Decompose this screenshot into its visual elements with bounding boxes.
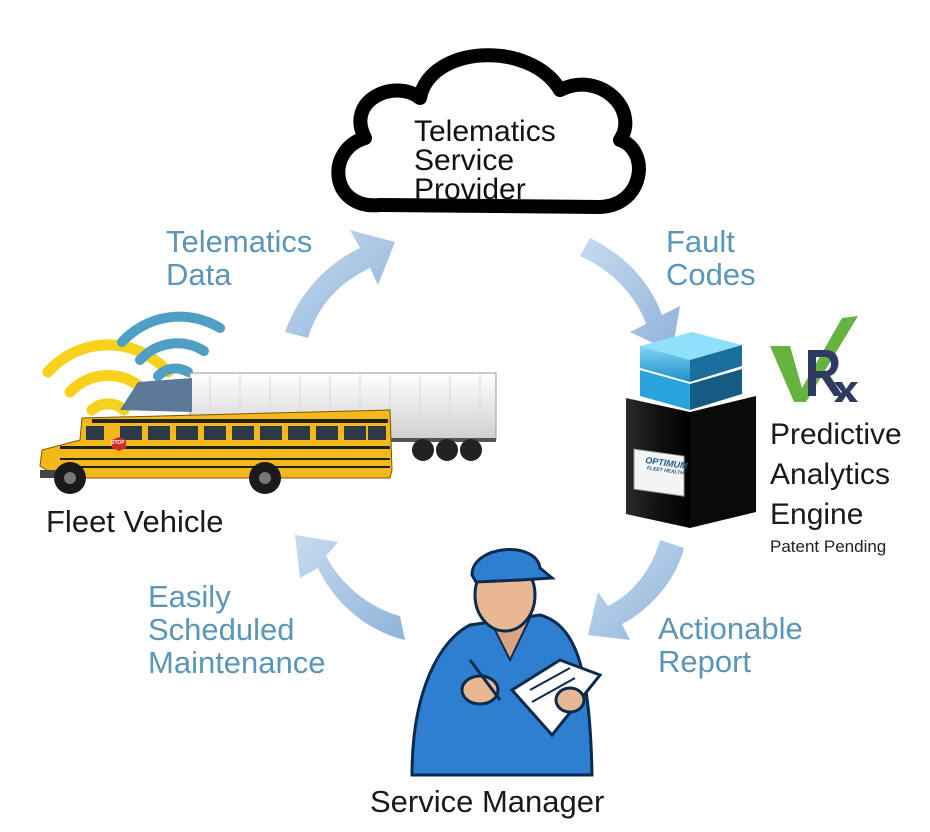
flow-maintenance-line2: Scheduled — [148, 612, 295, 647]
flow-telematics-line2: Data — [166, 257, 232, 292]
school-bus-icon — [39, 409, 393, 494]
arrow-actionable-report — [588, 540, 684, 640]
cloud-label-line1: Telematics — [414, 115, 556, 148]
service-manager-icon — [410, 548, 603, 777]
arrow-scheduled-maintenance — [295, 535, 405, 640]
cloud-icon — [331, 48, 646, 214]
flow-label-scheduled-maintenance: Easily Scheduled Maintenance — [148, 580, 326, 679]
flow-actionable-line1: Actionable — [658, 611, 803, 646]
patent-pending-note: Patent Pending — [770, 537, 887, 556]
engine-label-line1: Predictive — [770, 418, 902, 451]
flow-fault-line1: Fault — [666, 224, 735, 259]
bus-stop-sign: STOP — [111, 440, 125, 446]
flow-label-fault-codes: Fault Codes — [666, 225, 756, 291]
flow-maintenance-line3: Maintenance — [148, 645, 326, 680]
arrow-telematics-data — [285, 230, 395, 338]
flow-telematics-line1: Telematics — [166, 224, 313, 259]
server-icon — [626, 332, 756, 528]
rx-logo-icon — [770, 316, 858, 402]
fleet-vehicle-label: Fleet Vehicle — [46, 504, 224, 539]
service-manager-label: Service Manager — [370, 784, 605, 819]
cloud-label: Telematics Service Provider — [414, 115, 556, 206]
cloud-label-line3: Provider — [414, 173, 526, 206]
flow-maintenance-line1: Easily — [148, 579, 231, 614]
arrow-fault-codes — [580, 238, 680, 352]
flow-label-actionable-report: Actionable Report — [658, 612, 803, 678]
engine-label: Predictive Analytics Engine — [770, 415, 902, 535]
cloud-label-line2: Service — [414, 144, 515, 177]
flow-label-telematics-data: Telematics Data — [166, 225, 312, 291]
engine-label-line2: Analytics — [770, 458, 891, 491]
engine-label-line3: Engine — [770, 498, 864, 531]
flow-fault-line2: Codes — [666, 257, 756, 292]
flow-actionable-line2: Report — [658, 644, 752, 679]
